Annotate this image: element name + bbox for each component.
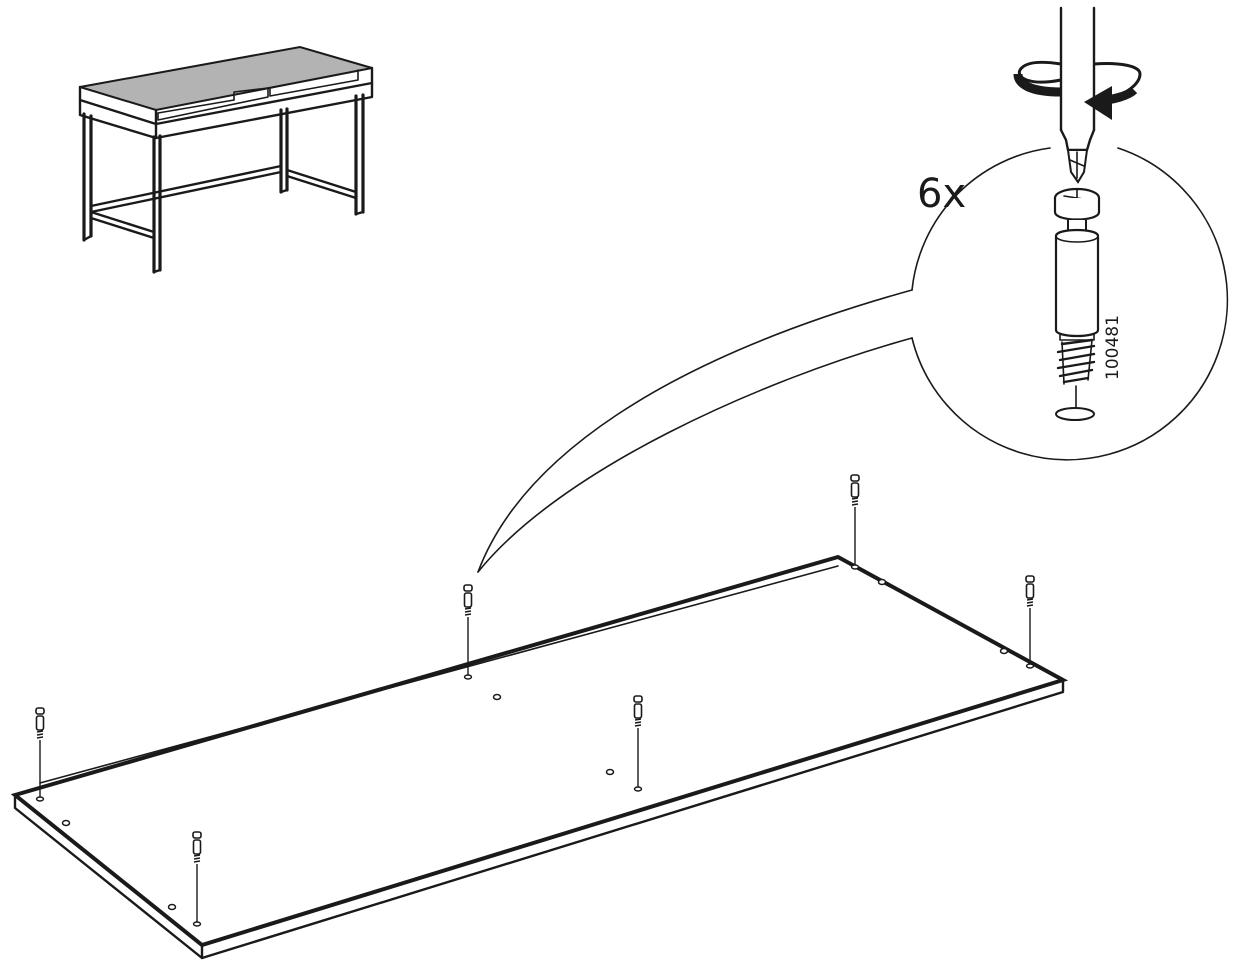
cam-dowel [850,474,860,570]
board-hole [492,693,502,701]
cam-dowel [192,831,202,927]
board-holes [61,578,1009,911]
callout-connector [477,289,913,573]
cam-dowel [633,695,643,792]
cam-dowel [35,707,45,802]
board-hole [877,578,887,586]
cam-dowel [463,584,473,680]
desk-overview-icon [78,45,374,274]
cam-dowel-icon [1053,187,1101,421]
table-top-board [10,554,1069,960]
screwdriver-icon [1059,6,1096,184]
dowel-group [35,474,1035,927]
rotation-arrow-icon [1013,60,1142,120]
board-hole [605,768,615,776]
board-hole [167,903,177,911]
part-number: 100481 [1103,315,1123,380]
quantity-label: 6x [917,171,966,217]
detail-callout: 6x 100481 [911,6,1229,461]
board-hole [999,647,1009,655]
board-hole [61,819,71,827]
cam-dowel [1025,575,1035,669]
